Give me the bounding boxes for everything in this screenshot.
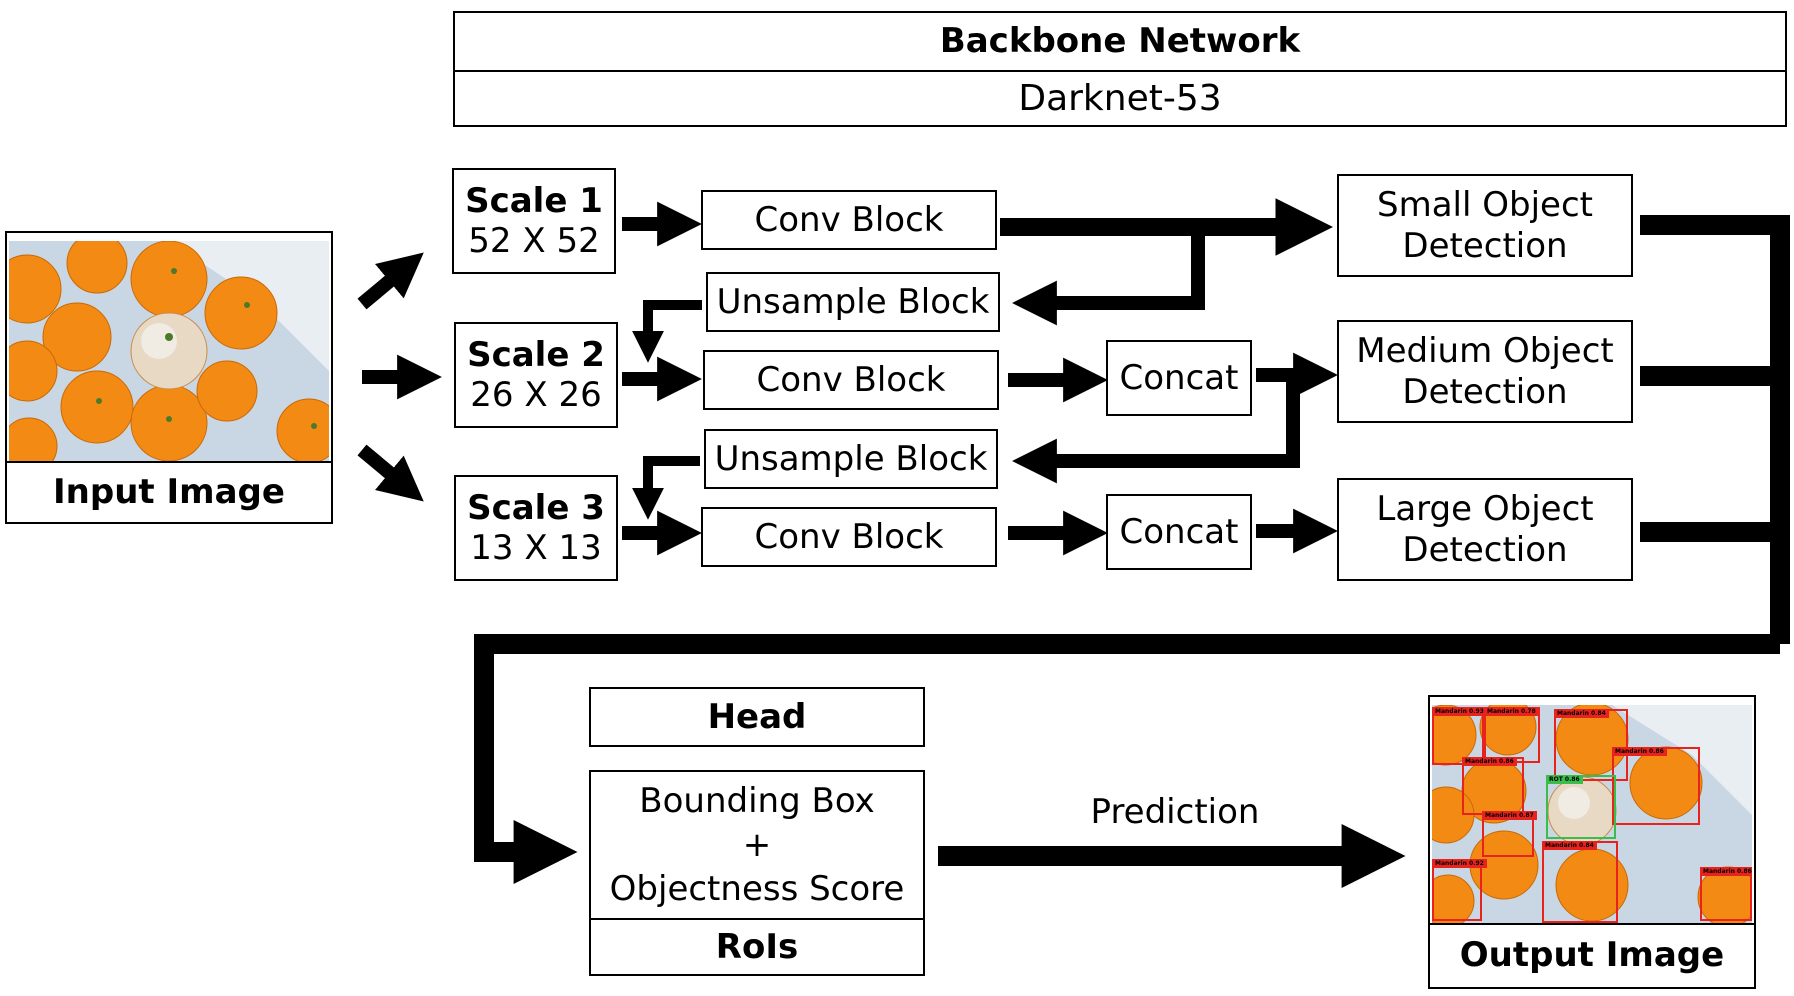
small-detection-line1: Small Object xyxy=(1377,185,1593,226)
arrow-branch-upsample1 xyxy=(1012,227,1205,326)
head-line1: Bounding Box xyxy=(639,780,875,821)
output-image-label: Output Image xyxy=(1459,934,1725,975)
detection-box: Mandarin 0.78 xyxy=(1484,707,1540,763)
detection-box: Mandarin 0.86 xyxy=(1462,757,1524,815)
detection-box: Mandarin 0.84 xyxy=(1554,709,1628,781)
scale1-name: Scale 1 xyxy=(465,180,603,221)
arrow-return-to-head xyxy=(474,634,1780,885)
detection-box: Mandarin 0.87 xyxy=(1482,811,1537,857)
upsample-block-1: Unsample Block xyxy=(706,272,1000,332)
scale3-size: 13 X 13 xyxy=(470,528,602,568)
concat-1: Concat xyxy=(1106,340,1252,416)
conv-block-3: Conv Block xyxy=(701,507,997,567)
prediction-label: Prediction xyxy=(1090,792,1260,832)
detection-box: Mandarin 0.93 xyxy=(1432,707,1487,765)
rot-detection-box: ROT 0.86 xyxy=(1546,775,1616,839)
conv-block-1: Conv Block xyxy=(701,190,997,250)
backbone-title: Backbone Network xyxy=(939,21,1301,62)
medium-detection-line1: Medium Object xyxy=(1356,331,1614,372)
small-detection-line2: Detection xyxy=(1402,225,1568,266)
detection-box: Mandarin 0.86 xyxy=(1700,867,1752,921)
scale2-size: 26 X 26 xyxy=(470,375,602,415)
scale1-size: 52 X 52 xyxy=(468,221,600,261)
arrow-input-to-scale1 xyxy=(357,252,424,310)
detection-box: Mandarin 0.92 xyxy=(1432,859,1487,921)
mandarins-image xyxy=(9,241,329,461)
concat-2: Concat xyxy=(1106,494,1252,570)
arrow-input-to-scale3 xyxy=(357,444,424,502)
output-photo: Mandarin 0.93 Mandarin 0.78 Mandarin 0.8… xyxy=(1432,705,1752,923)
backbone-subtitle: Darknet-53 xyxy=(1018,78,1222,120)
head-title: Head xyxy=(589,687,925,747)
scale2-name: Scale 2 xyxy=(467,334,605,375)
head-output-box: Bounding Box + Objectness Score RoIs xyxy=(589,770,925,976)
head-plus: + xyxy=(742,824,772,865)
medium-object-detection: Medium Object Detection xyxy=(1337,320,1633,423)
small-object-detection: Small Object Detection xyxy=(1337,174,1633,277)
detection-box: Mandarin 0.86 xyxy=(1612,747,1700,825)
head-rois: RoIs xyxy=(715,926,799,967)
head-line2: Objectness Score xyxy=(609,869,905,910)
arrow-branch-upsample2 xyxy=(1012,375,1300,484)
input-image-box: Input Image xyxy=(5,231,333,524)
scale2-box: Scale 2 26 X 26 xyxy=(454,322,618,428)
large-object-detection: Large Object Detection xyxy=(1337,478,1633,581)
scale3-box: Scale 3 13 X 13 xyxy=(454,475,618,581)
scale3-name: Scale 3 xyxy=(467,487,605,528)
large-detection-line2: Detection xyxy=(1402,529,1568,570)
scale1-box: Scale 1 52 X 52 xyxy=(452,168,616,274)
arrow-upsample1-conv2 xyxy=(631,300,702,363)
head-bbox-text: Bounding Box + Objectness Score xyxy=(591,772,923,918)
large-detection-line1: Large Object xyxy=(1376,489,1594,530)
arrow-upsample2-conv3 xyxy=(631,456,700,520)
conv-block-2: Conv Block xyxy=(703,350,999,410)
input-image-label: Input Image xyxy=(53,472,285,513)
output-image-box: Mandarin 0.93 Mandarin 0.78 Mandarin 0.8… xyxy=(1428,695,1756,989)
detection-box: Mandarin 0.84 xyxy=(1542,841,1618,923)
upsample-block-2: Unsample Block xyxy=(704,429,998,489)
input-photo xyxy=(9,241,329,461)
medium-detection-line2: Detection xyxy=(1402,371,1568,412)
merge-line-small xyxy=(1640,215,1790,644)
backbone-box: Backbone Network Darknet-53 xyxy=(453,11,1787,127)
